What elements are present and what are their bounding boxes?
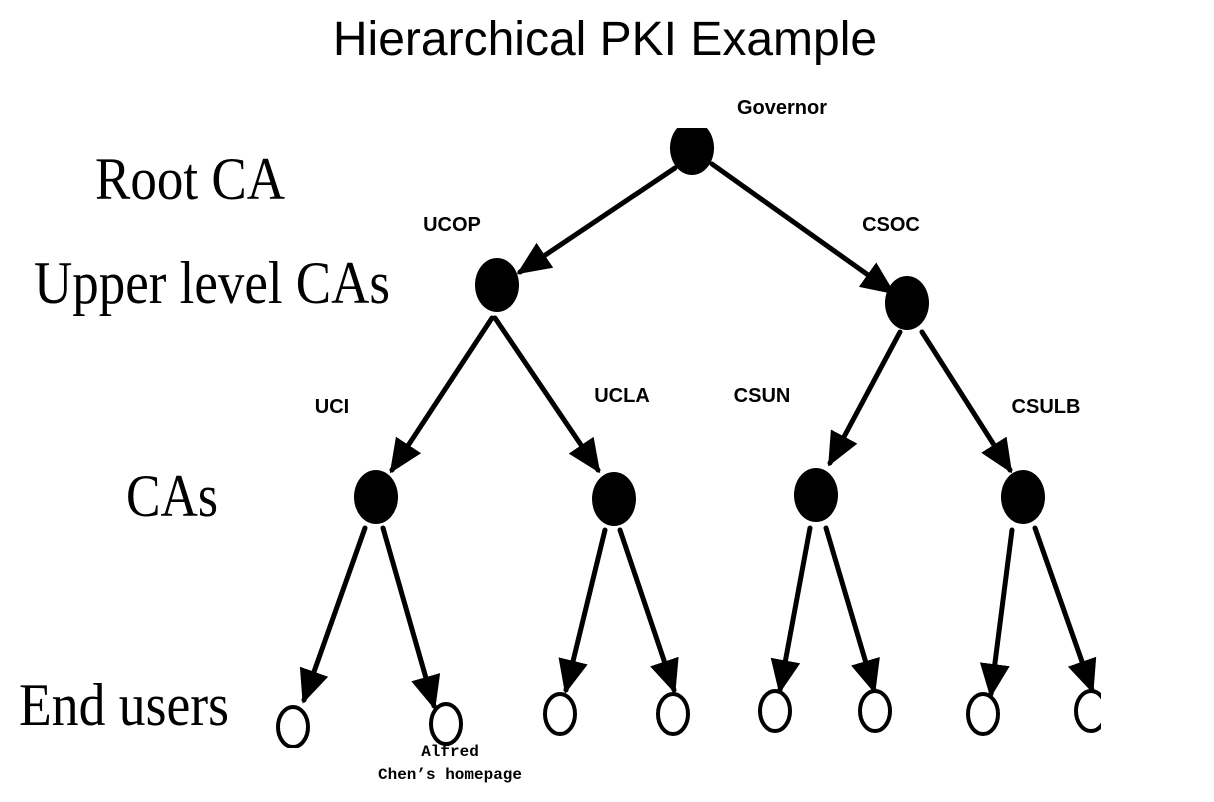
edge-csun-user-1 [770, 525, 813, 694]
edge-csoc-csun [827, 329, 903, 467]
tree-graphics [276, 128, 1101, 748]
diagram-title: Hierarchical PKI Example [333, 13, 877, 66]
node-label-ucla: UCLA [594, 385, 650, 407]
edge-csun-user-2 [823, 525, 880, 694]
edge-governor-ucop [516, 165, 678, 275]
end-user-node [1074, 689, 1101, 733]
ca-node-csulb [1001, 470, 1045, 524]
edge-governor-csoc [709, 161, 896, 295]
edge-ucop-uci [389, 315, 495, 474]
edge-ucop-ucla [492, 315, 601, 474]
edge-ucla-user-1 [558, 527, 608, 694]
edge-ucla-user-2 [617, 527, 679, 694]
level-label-root-ca: Root CA [95, 146, 285, 212]
end-user-node [656, 692, 690, 736]
node-label-csun: CSUN [734, 385, 791, 407]
end-user-node [966, 692, 1000, 736]
node-label-csulb: CSULB [1012, 396, 1081, 418]
end-user-node-alfred-chen [429, 702, 463, 746]
level-label-cas: CAs [126, 463, 218, 529]
end-user-node [858, 689, 892, 733]
level-label-end-users: End users [19, 672, 229, 738]
ca-node-csun [794, 468, 838, 522]
node-label-uci: UCI [315, 396, 349, 418]
edge-csulb-user-1 [979, 527, 1015, 698]
end-user-caption-line-2: Chen’s homepage [378, 766, 522, 784]
edge-uci-user-1 [299, 525, 368, 704]
node-label-csoc: CSOC [862, 214, 920, 236]
ca-node-governor [670, 128, 714, 175]
end-user-node [543, 692, 577, 736]
ca-node-csoc [885, 276, 929, 330]
end-user-node [276, 705, 310, 748]
level-label-upper-level-cas: Upper level CAs [34, 250, 390, 316]
ca-node-uci [354, 470, 398, 524]
edge-csulb-user-2 [1032, 525, 1097, 694]
node-label-governor: Governor [737, 97, 827, 119]
edge-csoc-csulb [919, 329, 1013, 474]
end-user-caption-line-1: Alfred [421, 743, 479, 761]
edge-uci-user-2 [380, 525, 441, 710]
end-user-node [758, 689, 792, 733]
ca-node-ucla [592, 472, 636, 526]
node-label-ucop: UCOP [423, 214, 481, 236]
ca-node-ucop [475, 258, 519, 312]
